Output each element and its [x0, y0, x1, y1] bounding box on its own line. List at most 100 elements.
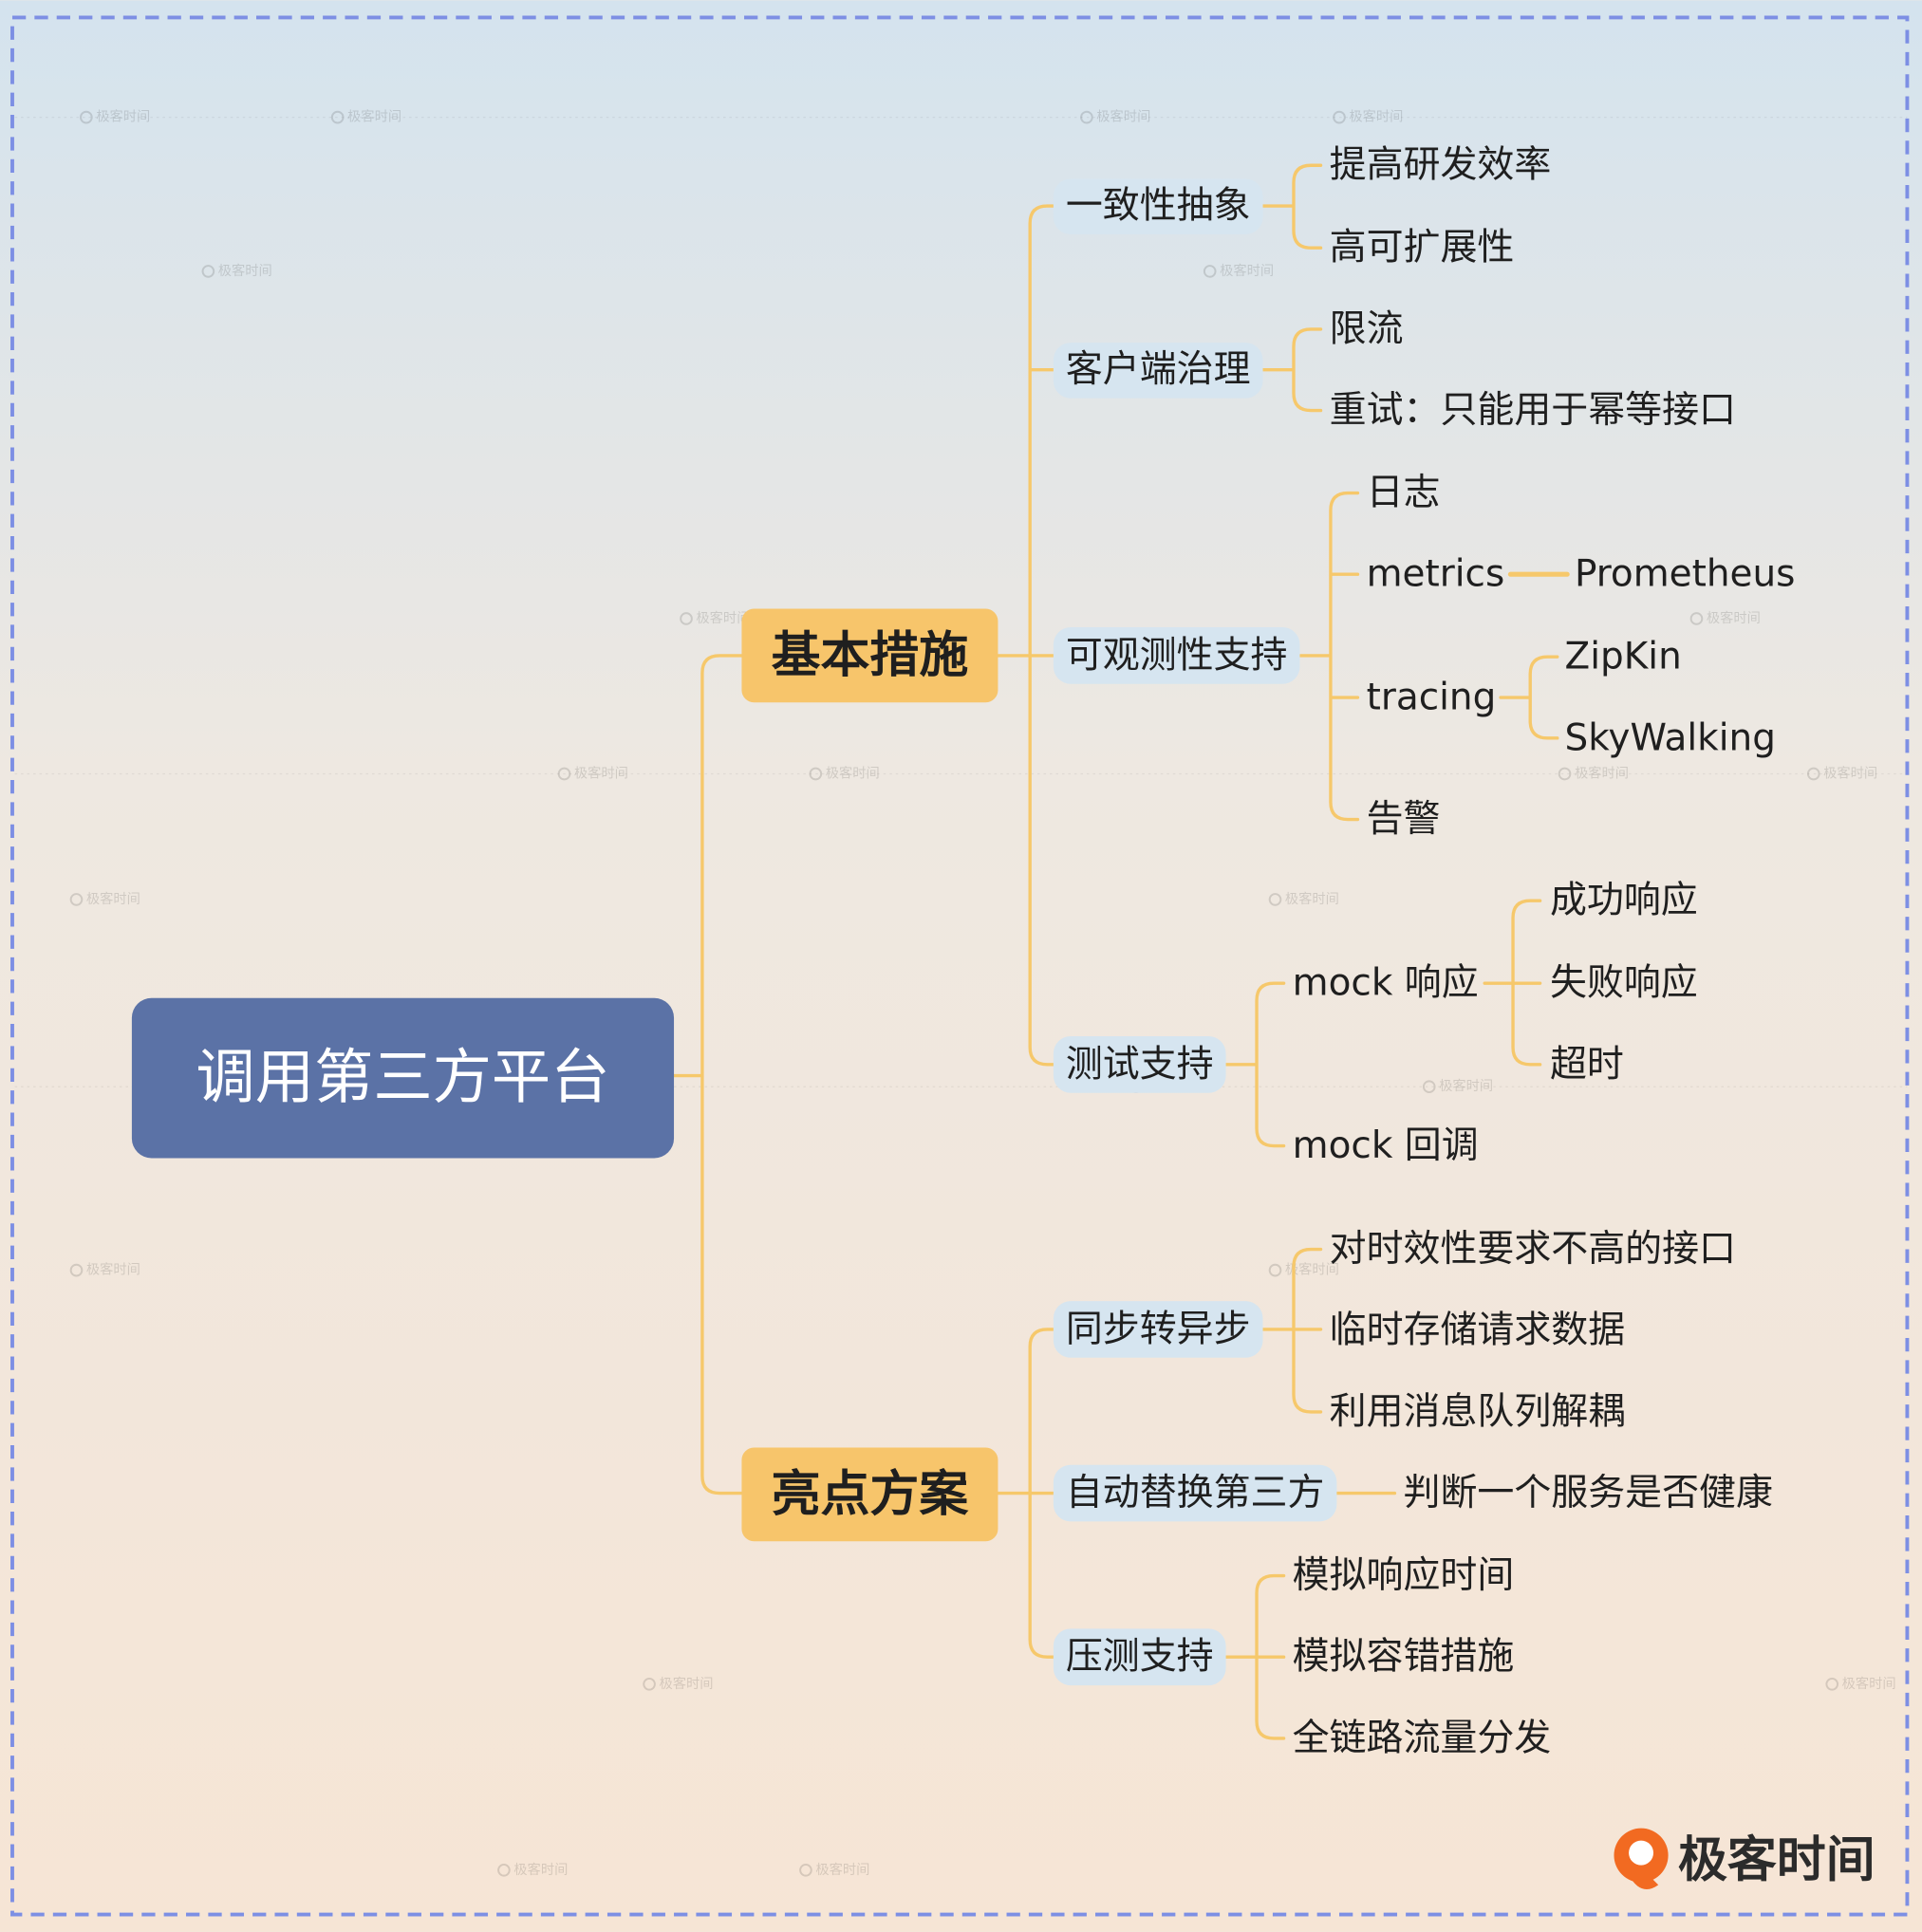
watermark-logo-icon [1333, 110, 1346, 124]
branch-basic-measures-label: 基本措施 [772, 627, 969, 684]
watermark-logo-icon [809, 767, 823, 781]
node-observability-support: 可观测性支持 [1053, 627, 1300, 684]
watermark-text: 极客时间 [96, 109, 150, 125]
leaf-service-health-check: 判断一个服务是否健康 [1404, 1472, 1773, 1514]
watermark: 极客时间 [1080, 109, 1150, 125]
watermark-text: 极客时间 [1823, 766, 1877, 782]
leaf-temp-store-request: 临时存储请求数据 [1330, 1310, 1626, 1352]
connector-observability-support [1297, 491, 1360, 822]
geektime-logo-icon [1614, 1828, 1669, 1890]
watermark-text: 极客时间 [86, 891, 140, 907]
watermark-text: 极客时间 [1220, 263, 1274, 279]
watermark: 极客时间 [1422, 1078, 1493, 1094]
watermark: 极客时间 [680, 610, 750, 626]
watermark-logo-icon [80, 110, 93, 124]
watermark-logo-icon [1422, 1080, 1436, 1094]
watermark-text: 极客时间 [1575, 766, 1629, 782]
branch-basic-measures: 基本措施 [741, 608, 998, 703]
watermark: 极客时间 [69, 891, 140, 907]
leaf-zipkin: ZipKin [1565, 636, 1682, 678]
connectors [672, 163, 1570, 1740]
node-sync-to-async-label: 同步转异步 [1066, 1308, 1251, 1350]
node-auto-replace-third-party: 自动替换第三方 [1053, 1464, 1337, 1522]
watermark-logo-icon [330, 110, 345, 124]
connector-mock-response [1483, 899, 1542, 1067]
connector-root-branches [672, 654, 744, 1495]
watermark-logo-icon [1806, 767, 1820, 781]
node-mock-response: mock 响应 [1293, 962, 1479, 1005]
watermark: 极客时间 [557, 766, 628, 782]
watermark: 极客时间 [1825, 1676, 1896, 1692]
node-testing-support-label: 测试支持 [1066, 1043, 1214, 1086]
watermark: 极客时间 [1806, 766, 1877, 782]
watermark-text: 极客时间 [1842, 1676, 1896, 1692]
watermark-text: 极客时间 [1285, 891, 1339, 907]
branch-highlight-solutions-label: 亮点方案 [772, 1466, 970, 1523]
brand-logo: 极客时间 [1614, 1828, 1875, 1890]
watermark-text: 极客时间 [347, 109, 401, 125]
watermark-text: 极客时间 [513, 1862, 568, 1878]
dashed-frame [10, 15, 1910, 1917]
connector-client-governance [1260, 327, 1323, 413]
connector-sync-to-async [1260, 1247, 1323, 1414]
node-stress-test-support-label: 压测支持 [1066, 1636, 1214, 1679]
watermark-logo-icon [1080, 110, 1093, 124]
watermark-logo-icon [1558, 767, 1572, 781]
watermark-logo-icon [69, 893, 84, 906]
branch-highlight-solutions: 亮点方案 [741, 1447, 998, 1542]
leaf-full-link-traffic: 全链路流量分发 [1293, 1717, 1552, 1759]
leaf-high-extensibility: 高可扩展性 [1330, 227, 1515, 269]
leaf-skywalking: SkyWalking [1565, 716, 1776, 759]
connector-tracing [1499, 655, 1559, 740]
leaf-success-response: 成功响应 [1550, 880, 1698, 922]
leaf-rate-limiting: 限流 [1330, 307, 1404, 350]
watermark: 极客时间 [201, 263, 272, 279]
watermark-text: 极客时间 [1439, 1078, 1493, 1094]
connector-basic-measures [996, 204, 1055, 1067]
watermark-text: 极客时间 [815, 1862, 869, 1878]
leaf-mock-callback: mock 回调 [1293, 1124, 1479, 1167]
connector-stress-test-support [1223, 1573, 1286, 1740]
leaf-prometheus: Prometheus [1575, 553, 1796, 596]
node-consistency-abstraction: 一致性抽象 [1053, 178, 1263, 234]
node-testing-support: 测试支持 [1053, 1035, 1226, 1093]
watermark-logo-icon [497, 1863, 511, 1877]
connector-testing-support [1223, 981, 1286, 1148]
watermark-logo-icon [201, 265, 215, 278]
watermark-logo-icon [69, 1263, 84, 1277]
watermark-logo-icon [799, 1863, 812, 1877]
leaf-simulate-fault-tolerance: 模拟容错措施 [1293, 1636, 1515, 1679]
watermark-text: 极客时间 [696, 610, 750, 626]
root-node-label: 调用第三方平台 [196, 1042, 609, 1111]
watermark-logo-icon [1689, 612, 1704, 625]
node-sync-to-async: 同步转异步 [1053, 1301, 1263, 1358]
leaf-alerting: 告警 [1367, 798, 1441, 841]
node-stress-test-support: 压测支持 [1053, 1628, 1226, 1686]
watermark-text: 极客时间 [1349, 109, 1403, 125]
watermark: 极客时间 [799, 1862, 869, 1878]
watermark: 极客时间 [1268, 891, 1339, 907]
node-metrics: metrics [1367, 553, 1505, 596]
leaf-nodes-level-4: Prometheus ZipKin SkyWalking 成功响应 失败响应 超… [1550, 553, 1795, 1087]
watermark-text: 极客时间 [826, 766, 880, 782]
leaf-failure-response: 失败响应 [1550, 962, 1698, 1005]
node-tracing: tracing [1367, 677, 1497, 719]
watermark-text: 极客时间 [1285, 1262, 1339, 1278]
watermark: 极客时间 [330, 109, 401, 125]
leaf-improve-dev-efficiency: 提高研发效率 [1330, 144, 1552, 187]
leaf-message-queue-decouple: 利用消息队列解耦 [1330, 1390, 1626, 1433]
watermark-logo-icon [680, 612, 693, 625]
watermark-text: 极客时间 [1707, 610, 1761, 626]
watermark: 极客时间 [1689, 610, 1761, 626]
leaf-timeout: 超时 [1550, 1043, 1624, 1086]
watermark: 极客时间 [497, 1862, 568, 1878]
connector-consistency-abstraction [1260, 163, 1323, 250]
connector-highlight-solutions [996, 1328, 1055, 1659]
watermark-text: 极客时间 [86, 1262, 140, 1278]
watermark-text: 极客时间 [1096, 109, 1150, 125]
leaf-nodes-level-3: 提高研发效率 高可扩展性 限流 重试：只能用于幂等接口 日志 metrics t… [1293, 144, 1773, 1760]
leaf-simulate-response-time: 模拟响应时间 [1293, 1554, 1515, 1597]
watermark: 极客时间 [1558, 766, 1629, 782]
